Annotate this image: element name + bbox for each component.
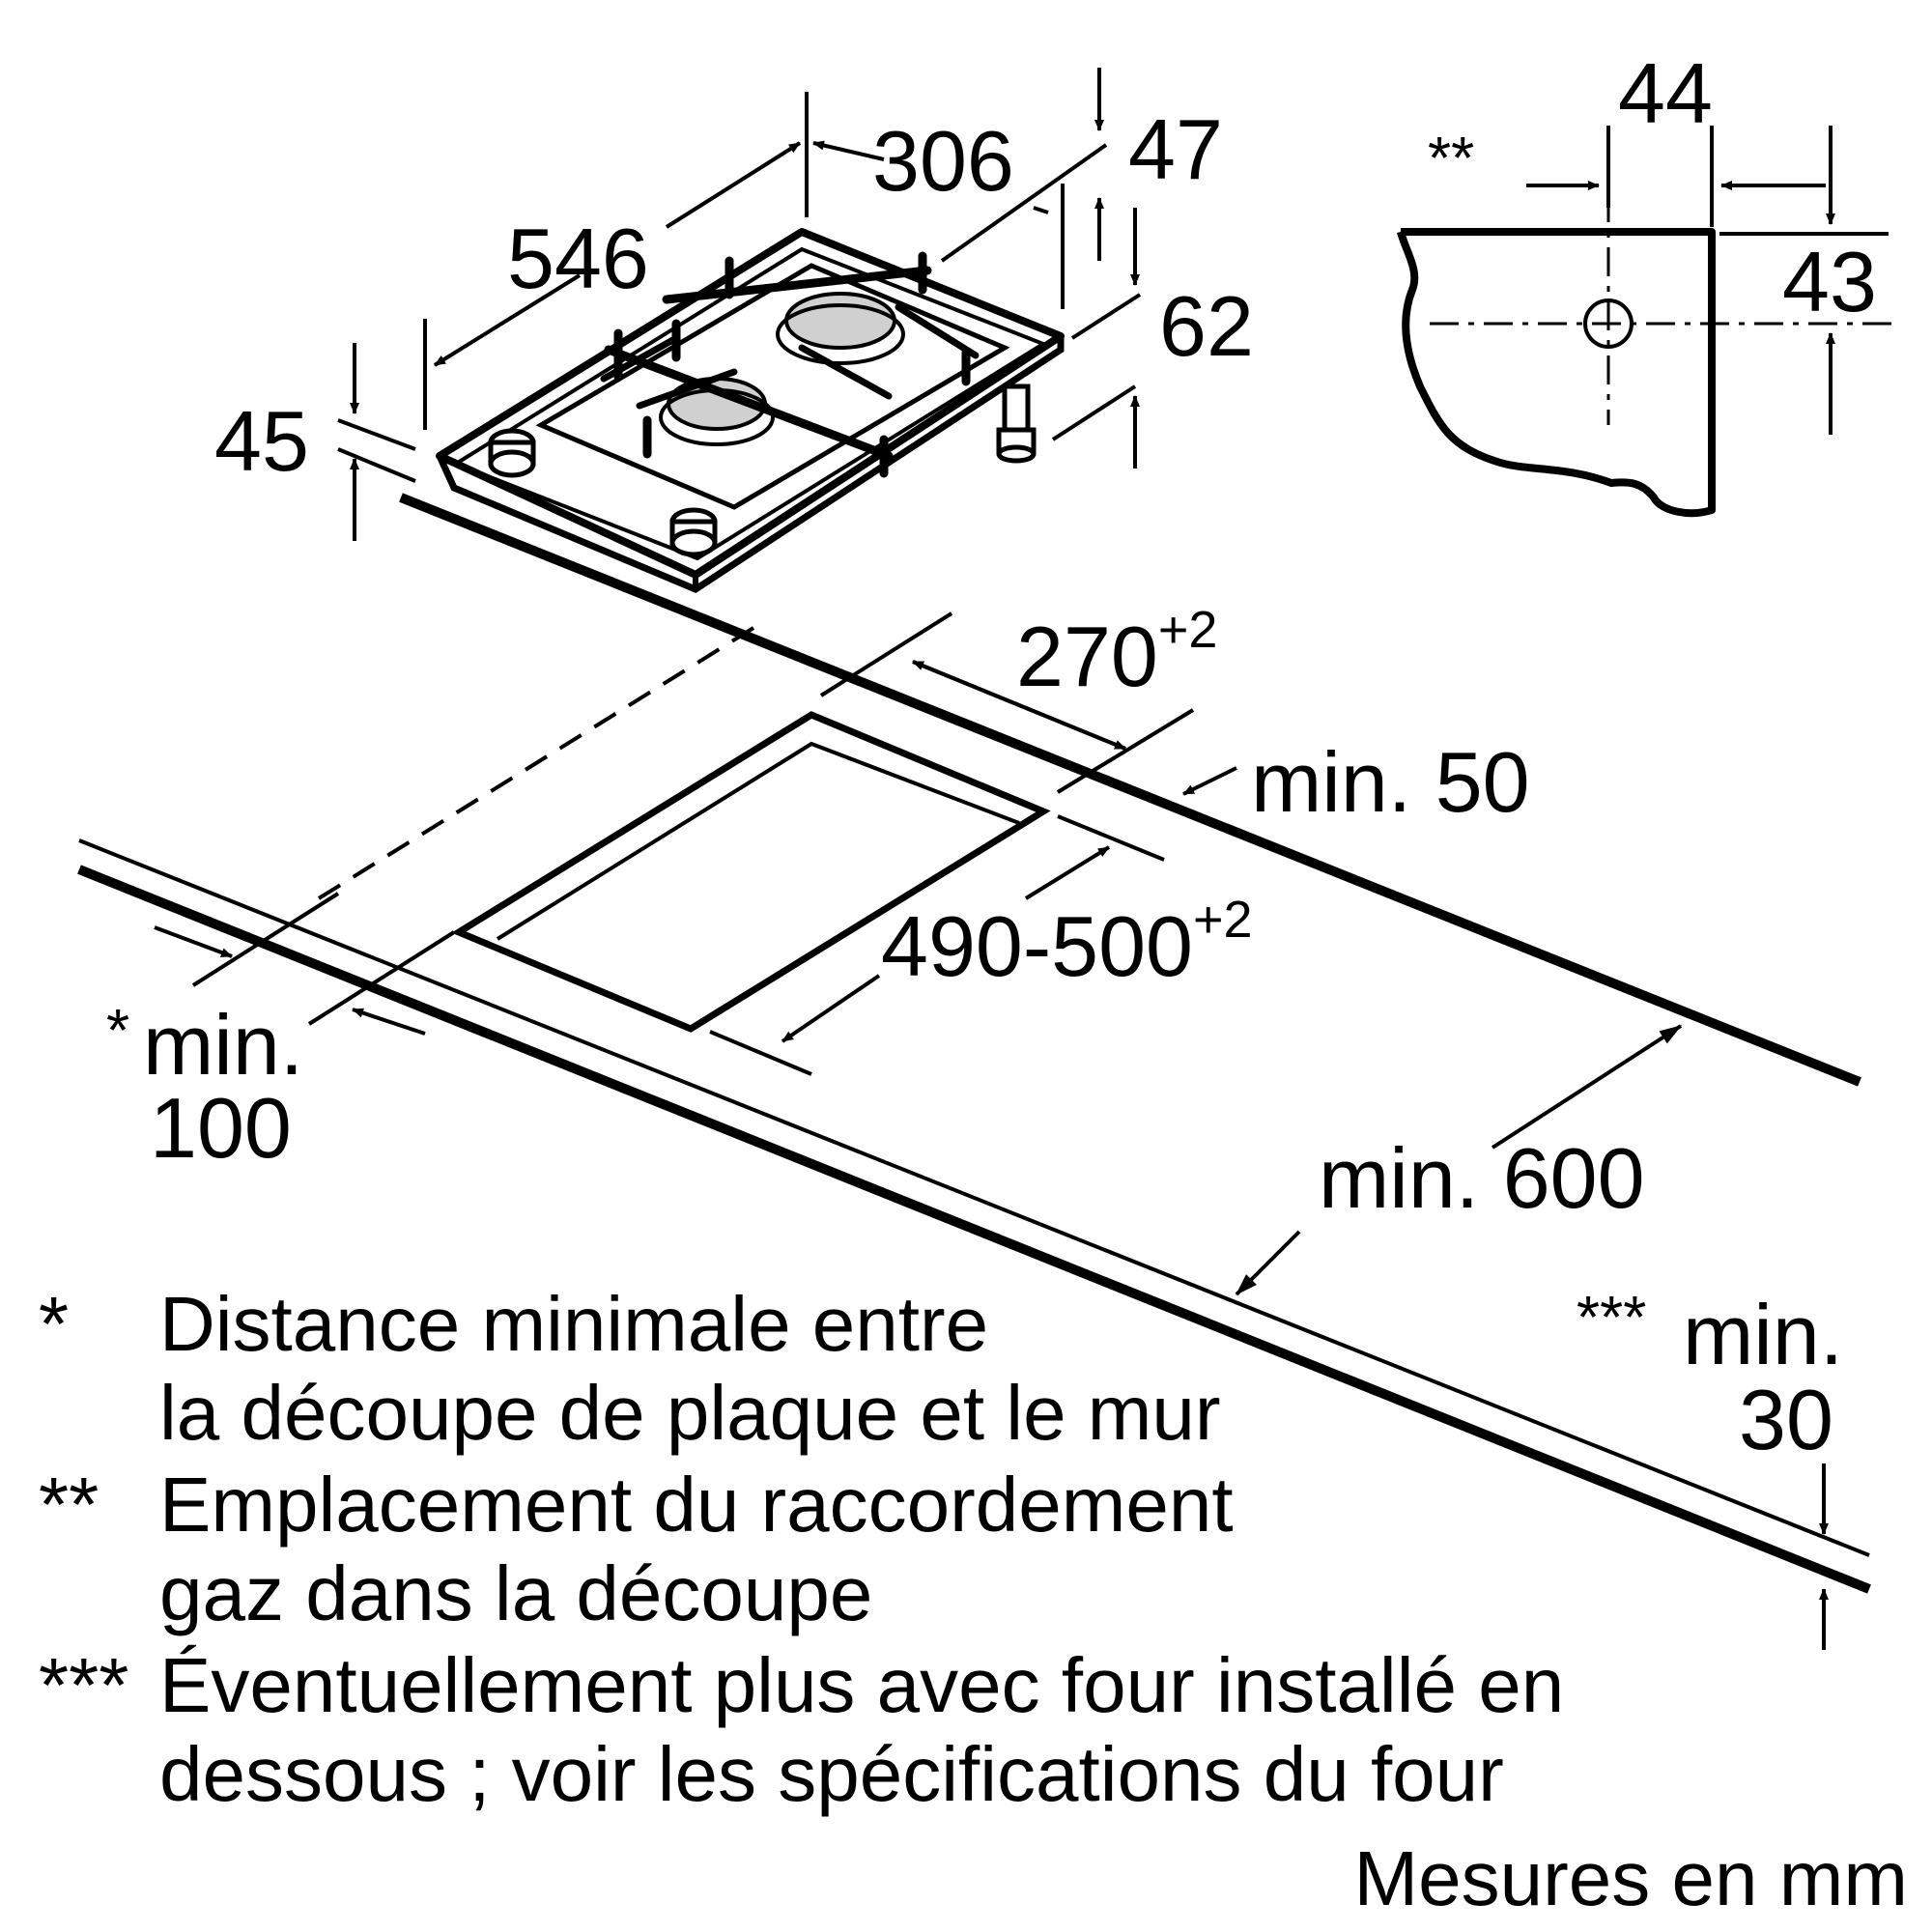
note-1-marker: *	[39, 1281, 69, 1367]
note-3-marker: ***	[39, 1642, 128, 1728]
front-marker: ***	[1577, 1285, 1646, 1351]
note-1-line-1: Distance minimale entre	[159, 1281, 988, 1367]
dim-43: 43	[1782, 234, 1877, 329]
footnotes: * Distance minimale entre la découpe de …	[39, 1281, 1908, 1921]
dim-wall-value: 100	[150, 1080, 292, 1176]
note-2-line-1: Emplacement du raccordement	[159, 1462, 1234, 1548]
dim-44: 44	[1618, 45, 1713, 141]
dim-min-50: min. 50	[1251, 734, 1530, 830]
connection-dimension-lines	[1526, 126, 1889, 435]
dim-306: 306	[872, 113, 1014, 209]
dim-45: 45	[214, 393, 309, 489]
dim-cutout-width: 270+2	[1016, 601, 1217, 704]
dim-front-min: min.	[1683, 1287, 1843, 1382]
note-2-line-2: gaz dans la découpe	[159, 1550, 872, 1636]
dim-min-600: min. 600	[1319, 1130, 1645, 1226]
note-3-line-2: dessous ; voir les spécifications du fou…	[159, 1731, 1504, 1817]
dim-front-value: 30	[1739, 1372, 1833, 1467]
rear-burner-cap	[784, 292, 896, 350]
note-3-line-1: Éventuellement plus avec four installé e…	[159, 1642, 1564, 1728]
connection-marker: **	[1428, 126, 1474, 192]
cutout-opening	[451, 711, 1051, 1033]
dim-62: 62	[1159, 278, 1254, 374]
worktop-illustration	[77, 626, 1871, 1594]
gas-connection-pipe	[996, 384, 1037, 464]
dim-47: 47	[1128, 101, 1223, 197]
note-2-marker: **	[39, 1462, 99, 1548]
units-note: Mesures en mm	[1354, 1835, 1908, 1921]
dim-wall-min: min.	[143, 997, 303, 1093]
note-1-line-2: la découpe de plaque et le mur	[159, 1370, 1221, 1456]
wall-marker: *	[106, 998, 129, 1065]
gas-connection-detail	[1378, 193, 1898, 518]
gas-hob-illustration	[399, 228, 1861, 1087]
hob-dimension-lines	[337, 68, 1142, 541]
pan-supports	[600, 251, 980, 478]
control-knobs	[488, 428, 718, 557]
worktop-dimension-lines	[154, 611, 1829, 1650]
dim-546: 546	[507, 211, 649, 306]
dim-cutout-depth: 490-500+2	[881, 891, 1253, 994]
